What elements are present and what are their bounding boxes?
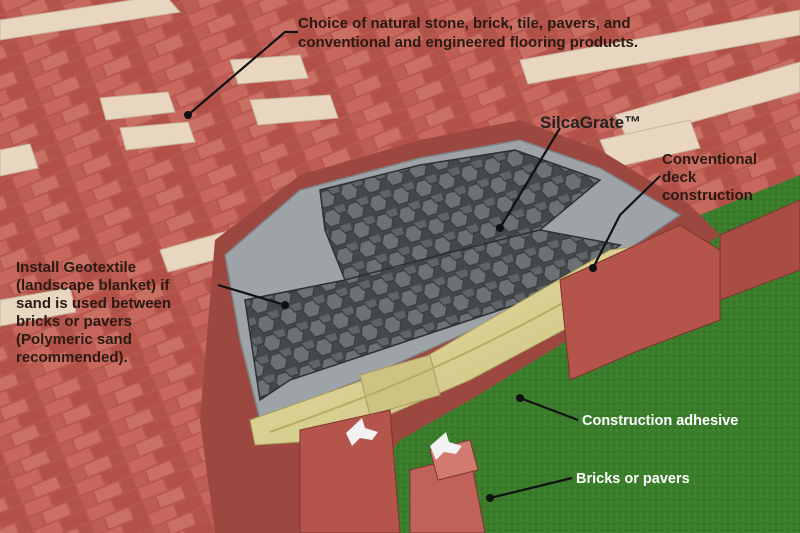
foreground-brick-blocks [299, 199, 800, 533]
label-geotextile-line-5: (Polymeric sand [16, 331, 132, 348]
cream-paver-borders [0, 0, 800, 327]
label-construction-adhesive: Construction adhesive [582, 413, 738, 429]
label-bricks-or-pavers: Bricks or pavers [576, 471, 690, 487]
arrow-icons [346, 418, 462, 460]
up-left-arrow-icon [346, 418, 378, 446]
label-flooring-line-2: conventional and engineered flooring pro… [298, 34, 638, 51]
up-left-arrow-icon [430, 432, 462, 460]
label-geotextile-line-2: (landscape blanket) if [16, 277, 170, 294]
label-geotextile-line-6: recommended). [16, 349, 128, 366]
label-silcagrate: SilcaGrate™ [540, 113, 641, 132]
label-geotextile: Install Geotextile (landscape blanket) i… [16, 259, 171, 366]
label-flooring-line-1: Choice of natural stone, brick, tile, pa… [298, 15, 631, 32]
label-deck-line-3: construction [662, 187, 753, 204]
label-geotextile-line-4: bricks or pavers [16, 313, 132, 330]
label-geotextile-line-3: sand is used between [16, 295, 171, 312]
leader-dots [184, 111, 597, 502]
leader-lines [187, 30, 661, 500]
label-geotextile-line-1: Install Geotextile [16, 259, 136, 276]
label-flooring: Choice of natural stone, brick, tile, pa… [298, 15, 638, 51]
label-deck-line-1: Conventional [662, 151, 757, 168]
label-deck-line-2: deck [662, 169, 697, 186]
label-deck: Conventional deck construction [662, 151, 757, 204]
